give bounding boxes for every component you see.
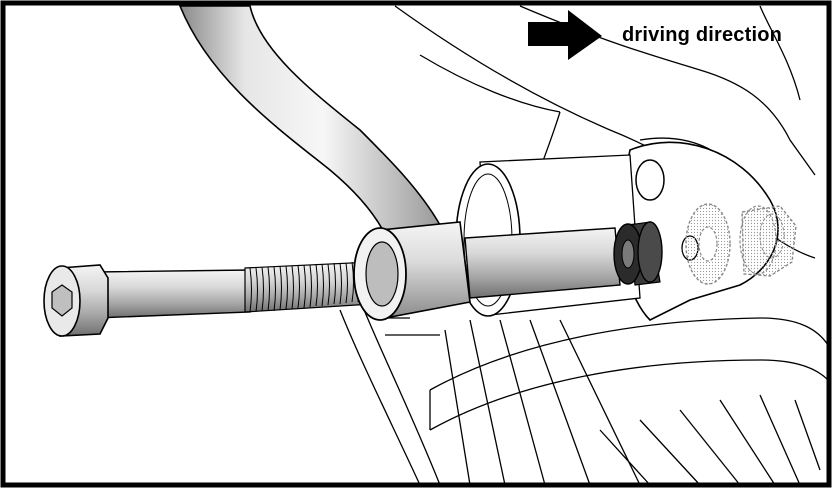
right-arrow-icon: [528, 10, 602, 60]
driving-direction-label: driving direction: [622, 24, 783, 46]
spacer-sleeve: [353, 221, 471, 321]
hex-bolt: [43, 261, 373, 337]
nut-ghost: [739, 205, 797, 277]
bracket-hole-upper: [635, 159, 665, 201]
washer-ghost: [685, 203, 731, 285]
lower-bodywork: [339, 299, 829, 486]
hex-socket-icon: [51, 284, 73, 317]
rubber-bushing: [613, 221, 663, 286]
mounting-pin: [464, 227, 621, 299]
